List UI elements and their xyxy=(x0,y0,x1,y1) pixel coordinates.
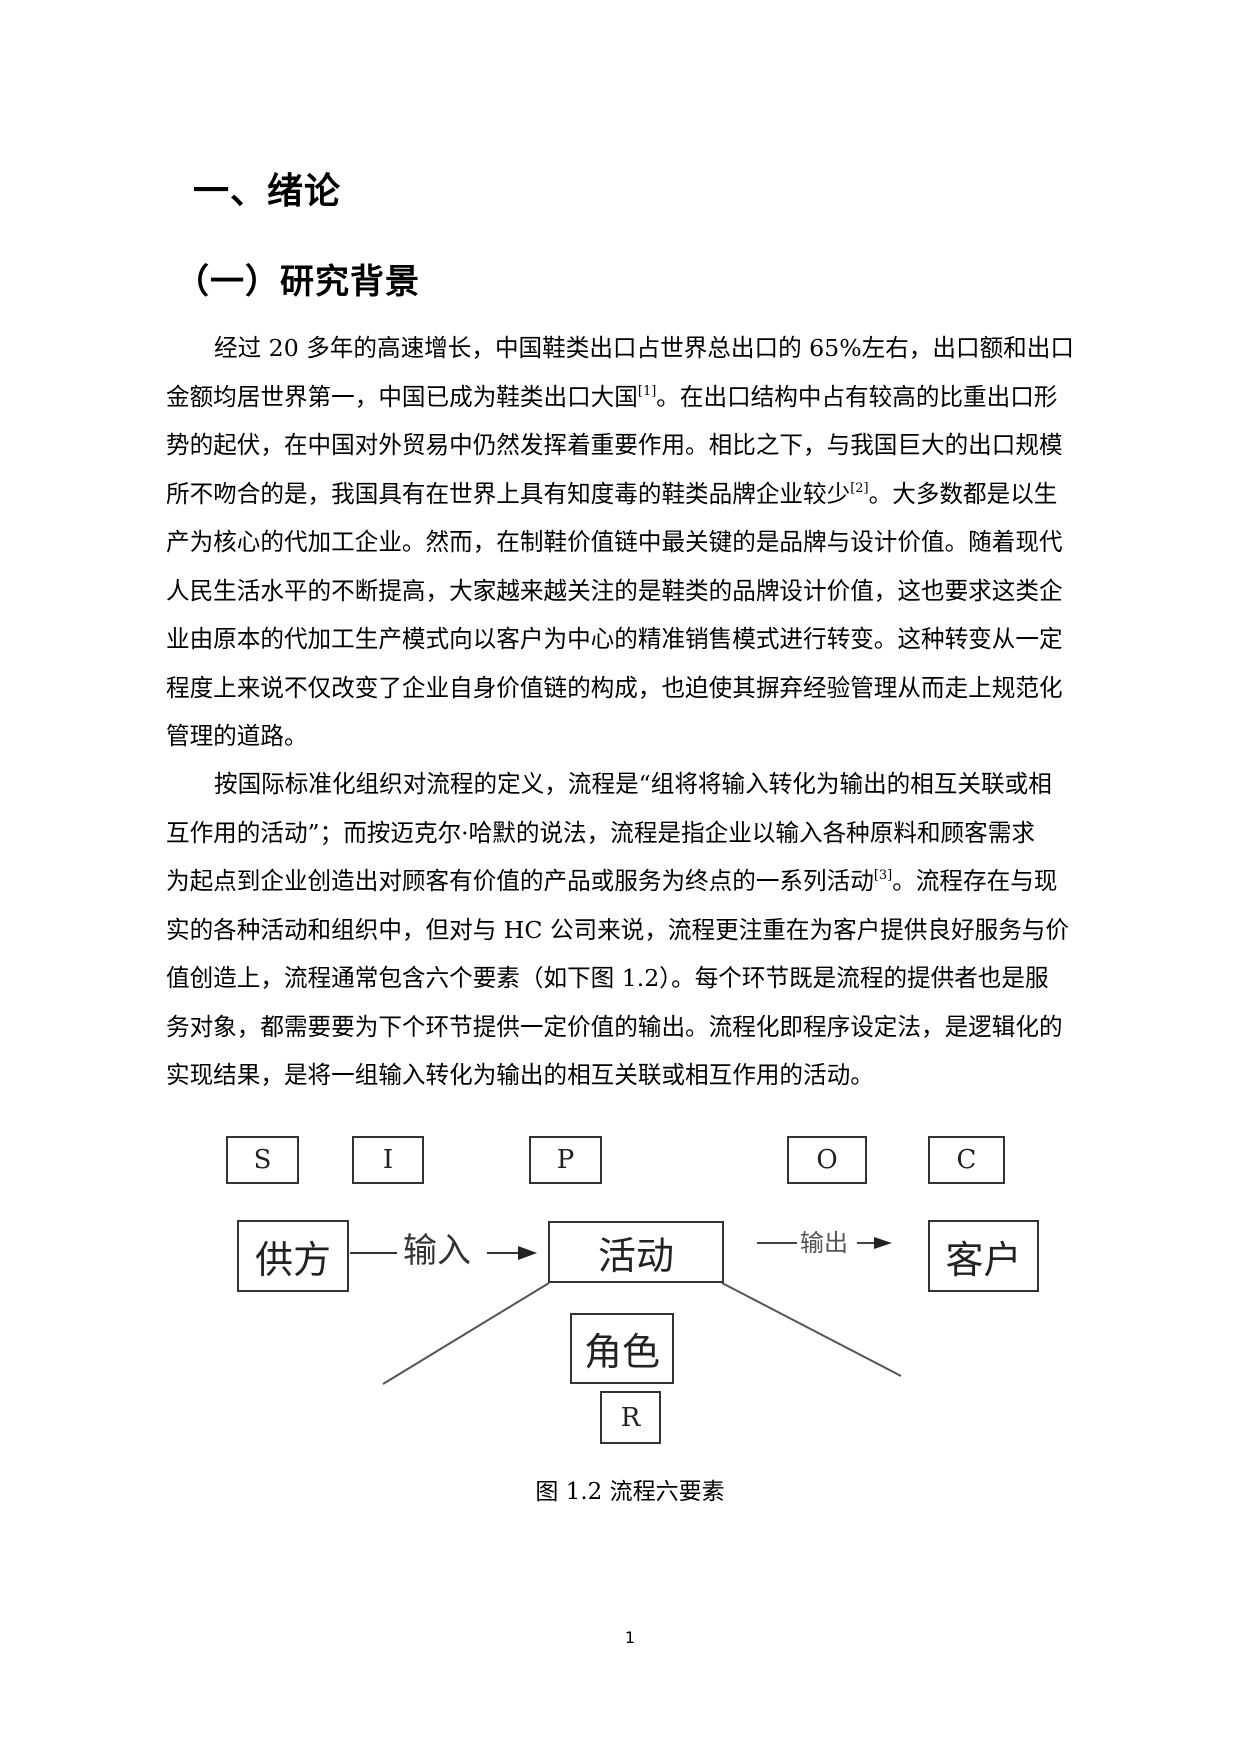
text-line: 所不吻合的是，我国具有在世界上具有知度毒的鞋类品牌企业较少[2]。大多数都是以生 xyxy=(166,470,1118,519)
text-span: 经过 20 多年的高速增长，中国鞋类出口占世界总出口的 65%左右，出口额和出口 xyxy=(214,334,1074,362)
text-line: 按国际标准化组织对流程的定义，流程是“组将将输入转化为输出的相互关联或相 xyxy=(166,760,1118,809)
text-span: 。大多数都是以生 xyxy=(868,479,1058,508)
text-span: 金额均居世界第一，中国已成为鞋类出口大国 xyxy=(166,382,638,411)
text-span: 按国际标准化组织对流程的定义，流程是“组将将输入转化为输出的相互关联或相 xyxy=(214,770,1052,798)
text-line: 产为核心的代加工企业。然而，在制鞋价值链中最关键的是品牌与设计价值。随着现代 xyxy=(166,518,1118,567)
paragraph-process-definition: 按国际标准化组织对流程的定义，流程是“组将将输入转化为输出的相互关联或相 互作用… xyxy=(166,760,1118,1100)
page-number: 1 xyxy=(624,1628,636,1647)
text-line: 金额均居世界第一，中国已成为鞋类出口大国[1]。在出口结构中占有较高的比重出口形 xyxy=(166,373,1118,422)
c-box: C xyxy=(928,1136,1005,1184)
text-line: 互作用的活动”；而按迈克尔·哈默的说法，流程是指企业以输入各种原料和顾客需求 xyxy=(166,809,1118,858)
input-label: 输入 xyxy=(403,1231,471,1271)
output-label: 输出 xyxy=(800,1229,848,1257)
text-span: 互作用的活动”；而按迈克尔·哈默的说法，流程是指企业以输入各种原料和顾客需求 xyxy=(166,818,1035,847)
paragraph-research-background: 经过 20 多年的高速增长，中国鞋类出口占世界总出口的 65%左右，出口额和出口… xyxy=(166,324,1118,761)
text-span: 所不吻合的是，我国具有在世界上具有知度毒的鞋类品牌企业较少 xyxy=(166,479,851,508)
text-line: 实现结果，是将一组输入转化为输出的相互关联或相互作用的活动。 xyxy=(166,1051,1118,1100)
text-span: 实的各种活动和组织中，但对与 HC 公司来说，流程更注重在为客户提供良好服务与价 xyxy=(166,915,1069,944)
output-arrowhead-icon xyxy=(874,1237,892,1249)
text-line: 程度上来说不仅改变了企业自身价值链的构成，也迫使其摒弃经验管理从而走上规范化 xyxy=(166,664,1118,713)
text-line: 业由原本的代加工生产模式向以客户为中心的精准销售模式进行转变。这种转变从一定 xyxy=(166,615,1118,664)
section-heading: （一）研究背景 xyxy=(175,262,420,302)
input-arrowhead-icon xyxy=(518,1246,537,1260)
citation-3: [3] xyxy=(873,868,893,883)
s-box: S xyxy=(226,1136,299,1184)
citation-2: [2] xyxy=(850,480,869,496)
text-span: 实现结果，是将一组输入转化为输出的相互关联或相互作用的活动。 xyxy=(166,1061,874,1089)
figure-caption: 图 1.2 流程六要素 xyxy=(535,1479,725,1505)
text-span: 势的起伏，在中国对外贸易中仍然发挥着重要作用。相比之下，与我国巨大的出口规模 xyxy=(166,431,1063,459)
o-box: O xyxy=(787,1136,867,1184)
text-line: 实的各种活动和组织中，但对与 HC 公司来说，流程更注重在为客户提供良好服务与价 xyxy=(166,906,1118,955)
r-box: R xyxy=(600,1391,661,1444)
text-span: 人民生活水平的不断提高，大家越来越关注的是鞋类的品牌设计价值，这也要求这类企 xyxy=(166,576,1063,605)
text-line: 人民生活水平的不断提高，大家越来越关注的是鞋类的品牌设计价值，这也要求这类企 xyxy=(166,567,1118,616)
text-span: 。在出口结构中占有较高的比重出口形 xyxy=(656,382,1058,411)
customer-box: 客户 xyxy=(928,1220,1039,1292)
text-span: 务对象，都需要要为下个环节提供一定价值的输出。流程化即程序设定法，是逻辑化的 xyxy=(166,1012,1063,1041)
text-span: 管理的道路。 xyxy=(166,722,308,750)
text-span: 为起点到企业创造出对顾客有价值的产品或服务为终点的一系列活动 xyxy=(166,867,874,895)
chapter-heading: 一、绪论 xyxy=(193,171,342,212)
text-span: 。流程存在与现 xyxy=(892,867,1058,895)
text-span: 值创造上，流程通常包含六个要素（如下图 1.2）。每个环节既是流程的提供者也是服 xyxy=(166,964,1049,992)
citation-1: [1] xyxy=(637,383,657,399)
text-line: 值创造上，流程通常包含六个要素（如下图 1.2）。每个环节既是流程的提供者也是服 xyxy=(166,954,1118,1003)
text-line: 经过 20 多年的高速增长，中国鞋类出口占世界总出口的 65%左右，出口额和出口 xyxy=(166,324,1118,373)
text-line: 势的起伏，在中国对外贸易中仍然发挥着重要作用。相比之下，与我国巨大的出口规模 xyxy=(166,421,1118,470)
text-line: 为起点到企业创造出对顾客有价值的产品或服务为终点的一系列活动[3]。流程存在与现 xyxy=(166,857,1118,906)
text-line: 务对象，都需要要为下个环节提供一定价值的输出。流程化即程序设定法，是逻辑化的 xyxy=(166,1003,1118,1052)
text-span: 程度上来说不仅改变了企业自身价值链的构成，也迫使其摒弃经验管理从而走上规范化 xyxy=(166,673,1063,702)
role-box: 角色 xyxy=(570,1313,674,1384)
activity-box: 活动 xyxy=(548,1221,724,1283)
supplier-box: 供方 xyxy=(237,1220,349,1292)
p-box: P xyxy=(529,1136,602,1184)
i-box: I xyxy=(352,1136,424,1184)
text-span: 产为核心的代加工企业。然而，在制鞋价值链中最关键的是品牌与设计价值。随着现代 xyxy=(166,528,1063,556)
text-line: 管理的道路。 xyxy=(166,712,1118,761)
text-span: 业由原本的代加工生产模式向以客户为中心的精准销售模式进行转变。这种转变从一定 xyxy=(166,625,1063,653)
